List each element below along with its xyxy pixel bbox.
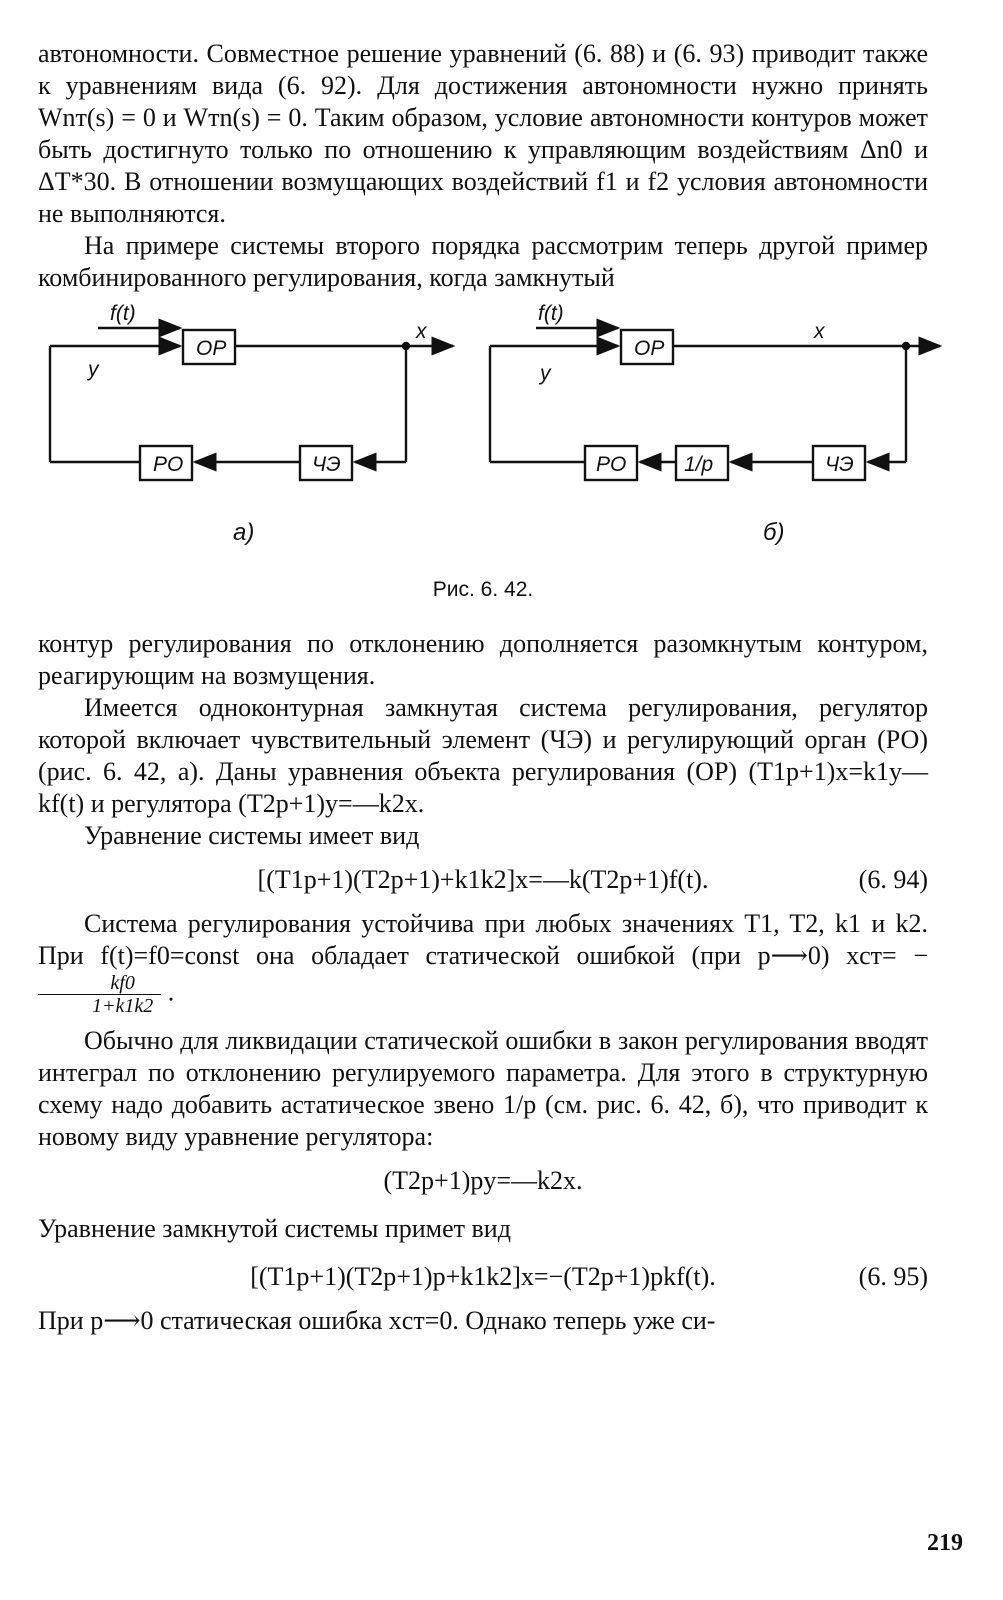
fraction-denominator: 1+k1k2 <box>92 995 154 1017</box>
paragraph-9: При p⟶0 статическая ошибка xст=0. Однако… <box>38 1306 716 1335</box>
paragraph-2: На примере системы второго порядка рассм… <box>38 231 928 292</box>
paragraph-6-text: Система регулирования устойчива при любы… <box>38 909 928 970</box>
label-ro-a: РО <box>153 453 183 476</box>
label-b: б) <box>763 519 785 546</box>
label-x-b: x <box>813 320 826 343</box>
static-error-fraction: kf0 1+k1k2 <box>38 972 162 1017</box>
label-op-b: ОР <box>634 337 664 360</box>
paragraph-6-end: . <box>167 977 175 1007</box>
equation-6-95: [(T1p+1)(T2p+1)p+k1k2]x=−(T2p+1)pkf(t). … <box>38 1261 928 1293</box>
paragraph-4: Имеется одноконтурная замкнутая система … <box>38 693 928 818</box>
paragraph-8: Уравнение замкнутой системы примет вид <box>38 1214 511 1243</box>
equation-regulator-body: (T2p+1)py=—k2x. <box>383 1166 583 1195</box>
label-a: а) <box>233 519 254 546</box>
label-integrator-b: 1/р <box>684 453 713 476</box>
paragraph-5: Уравнение системы имеет вид <box>84 821 420 850</box>
equation-regulator: (T2p+1)py=—k2x. <box>38 1165 928 1197</box>
equation-6-94: [(T1p+1)(T2p+1)+k1k2]x=—k(T2p+1)f(t). (6… <box>38 864 928 896</box>
paragraph-6: Система регулирования устойчива при любы… <box>38 908 928 1017</box>
label-x-a: x <box>415 320 428 343</box>
equation-6-94-body: [(T1p+1)(T2p+1)+k1k2]x=—k(T2p+1)f(t). <box>257 865 709 894</box>
page-content: автономности. Совместное решение уравнен… <box>38 38 943 1337</box>
label-ft-b: f(t) <box>538 302 564 325</box>
fraction-numerator: kf0 <box>38 972 162 995</box>
equation-6-94-number: (6. 94) <box>858 865 928 894</box>
figure-caption: Рис. 6. 42. <box>432 578 534 601</box>
block-diagrams: f(t) y x ОР РО ЧЭ а) <box>48 302 943 546</box>
label-che-a: ЧЭ <box>312 453 341 476</box>
paragraph-1: автономности. Совместное решение уравнен… <box>38 39 928 228</box>
diagram-b <box>488 318 943 482</box>
equation-6-95-body: [(T1p+1)(T2p+1)p+k1k2]x=−(T2p+1)pkf(t). <box>250 1262 716 1291</box>
label-che-b: ЧЭ <box>825 453 854 476</box>
equation-6-95-number: (6. 95) <box>858 1262 928 1291</box>
page-number: 219 <box>927 1530 963 1556</box>
label-y-a: y <box>86 358 100 381</box>
diagram-a <box>48 318 456 482</box>
figure-6-42: f(t) y x ОР РО ЧЭ а) <box>38 298 943 628</box>
label-ro-b: РО <box>596 453 626 476</box>
paragraph-7: Обычно для ликвидации статической ошибки… <box>38 1026 928 1151</box>
label-ft-a: f(t) <box>110 302 136 325</box>
label-y-b: y <box>538 362 552 385</box>
paragraph-3: контур регулирования по отклонению допол… <box>38 629 928 690</box>
label-op-a: ОР <box>196 337 226 360</box>
